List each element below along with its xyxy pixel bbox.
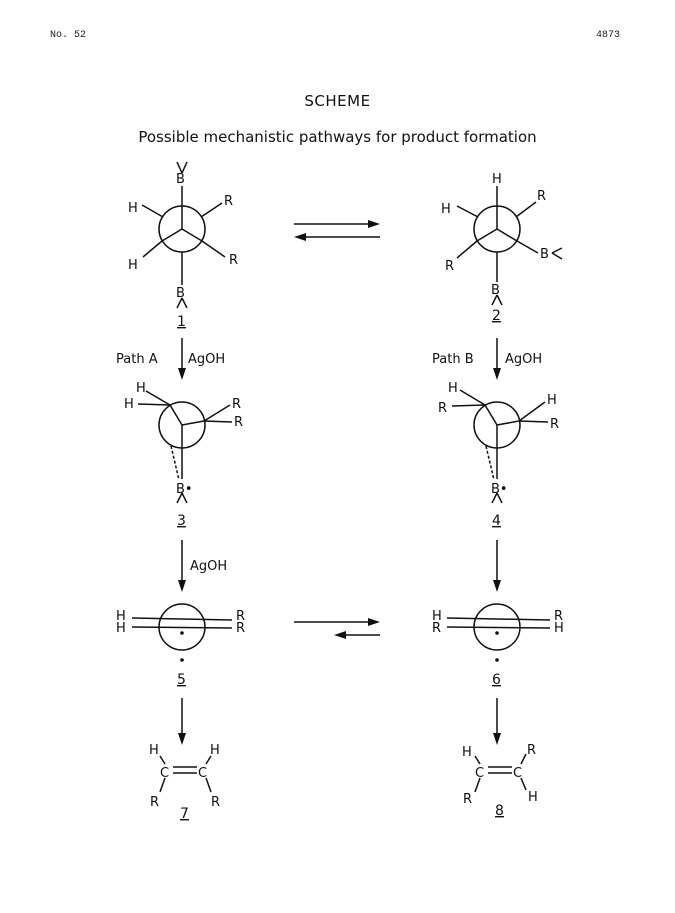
label-R: R: [463, 792, 472, 807]
label-H: H: [492, 172, 502, 187]
label-C: C: [160, 766, 169, 781]
label-H: H: [128, 201, 138, 216]
label-H: H: [124, 397, 134, 412]
label-B-radical: B•: [491, 482, 508, 497]
compound-number-8: 8: [495, 803, 504, 819]
label-H: H: [116, 609, 126, 624]
compound-number-7: 7: [180, 806, 189, 822]
label-R: R: [236, 621, 245, 636]
compound-number-4: 4: [492, 513, 501, 529]
label-R: R: [537, 189, 546, 204]
label-H: H: [116, 621, 126, 636]
label-H: H: [210, 743, 220, 758]
label-H: H: [528, 790, 538, 805]
compound-number-2: 2: [492, 308, 501, 324]
arrow-2-to-4: Path B AgOH: [432, 338, 542, 380]
arrow-3-to-5: AgOH: [178, 540, 227, 592]
label-R: R: [432, 621, 441, 636]
label-H: H: [136, 381, 146, 396]
equilibrium-arrows-bottom: [294, 618, 380, 639]
compound-number-3: 3: [177, 513, 186, 529]
label-B: B: [491, 283, 500, 298]
label-R: R: [224, 194, 233, 209]
label-R: R: [445, 259, 454, 274]
label-R: R: [527, 743, 536, 758]
label-R: R: [211, 795, 220, 810]
compound-number-5: 5: [177, 672, 186, 688]
label-H: H: [462, 745, 472, 760]
compound-number-1: 1: [177, 314, 186, 330]
path-b-label: Path B: [432, 352, 474, 367]
label-R: R: [232, 397, 241, 412]
label-B-radical: B•: [176, 482, 193, 497]
compound-number-6: 6: [492, 672, 501, 688]
label-H: H: [432, 609, 442, 624]
header-page-number: 4873: [595, 30, 620, 41]
agoh-label: AgOH: [190, 559, 227, 574]
arrow-4-to-6: [493, 540, 501, 592]
path-a-label: Path A: [116, 352, 158, 367]
label-R: R: [236, 609, 245, 624]
label-H: H: [448, 381, 458, 396]
arrow-1-to-3: Path A AgOH: [116, 338, 225, 380]
compound-7-alkene: H H C C R R 7: [149, 743, 220, 822]
label-R: R: [550, 417, 559, 432]
label-R: R: [229, 253, 238, 268]
header-journal-number: No. 52: [50, 30, 87, 41]
scheme-title: SCHEME: [304, 92, 371, 110]
label-R: R: [234, 415, 243, 430]
compound-8-alkene: H R C C R H 8: [462, 743, 538, 819]
agoh-label: AgOH: [188, 352, 225, 367]
compound-1-newman: B H R H R B 1: [128, 161, 238, 330]
compound-4-newman: H R H R B• 4: [438, 381, 559, 529]
label-R: R: [554, 609, 563, 624]
compound-3-newman: H H R R B• 3: [124, 381, 243, 529]
label-C: C: [475, 766, 484, 781]
label-B: B: [176, 172, 185, 187]
compound-6-radical: H R R H 6: [432, 603, 564, 688]
compound-5-radical: H H R R 5: [116, 603, 245, 688]
label-H: H: [554, 621, 564, 636]
label-H: H: [128, 258, 138, 273]
arrow-5-to-7: [178, 698, 186, 745]
label-H: H: [441, 202, 451, 217]
label-C: C: [513, 766, 522, 781]
compound-2-newman: H H R R B B 2: [441, 172, 563, 324]
arrow-6-to-8: [493, 698, 501, 745]
label-R: R: [150, 795, 159, 810]
label-B: B: [176, 286, 185, 301]
agoh-label: AgOH: [505, 352, 542, 367]
label-H: H: [149, 743, 159, 758]
scheme-subtitle: Possible mechanistic pathways for produc…: [138, 128, 537, 146]
label-H: H: [547, 393, 557, 408]
label-R: R: [438, 401, 447, 416]
label-B: B: [540, 247, 549, 262]
equilibrium-arrows-top: [294, 220, 380, 241]
label-C: C: [198, 766, 207, 781]
